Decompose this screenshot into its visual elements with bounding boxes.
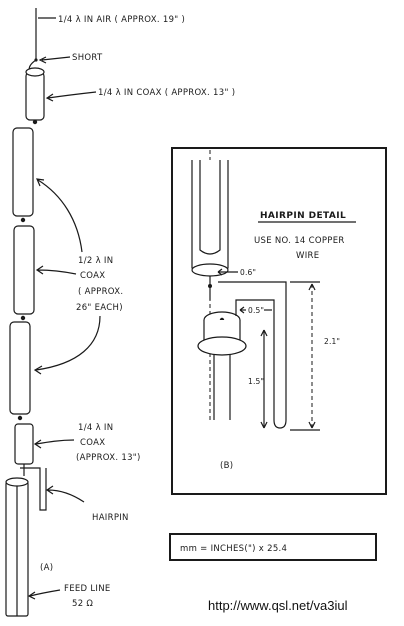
dim-short-arrow-bot <box>260 421 268 429</box>
coax-section-quarter-top <box>25 71 45 121</box>
label-half-coax-2: COAX <box>80 271 105 281</box>
junction-dot-4 <box>17 415 23 421</box>
upper-coax-braid <box>199 160 221 255</box>
arrow-hairpin <box>45 485 85 503</box>
junction-dot-1 <box>32 119 38 125</box>
conversion-frame <box>169 533 377 561</box>
label-dim-top: 0.6" <box>240 268 256 277</box>
label-dim-short: 1.5" <box>248 377 264 386</box>
coax-section-half-2 <box>13 225 35 315</box>
label-hairpin: HAIRPIN <box>92 513 129 523</box>
coax-section-half-1 <box>12 127 34 217</box>
junction-dot-2 <box>20 217 26 223</box>
label-half-coax-4: 26" EACH) <box>76 303 123 313</box>
antenna-assembly <box>5 8 47 617</box>
label-conversion: mm = INCHES(") x 25.4 <box>180 544 287 554</box>
coax-section-half-3 <box>9 321 31 415</box>
part-a-annotations: 1/4 λ IN AIR ( APPROX. 19" ) SHORT 1/4 λ… <box>27 15 235 609</box>
coax-section-quarter-bottom <box>14 423 34 465</box>
detail-frame <box>171 147 387 495</box>
arrow-half-coax-3 <box>33 315 101 375</box>
arrow-half-coax-2 <box>35 265 77 275</box>
label-quarter-coax-top: 1/4 λ IN COAX ( APPROX. 13" ) <box>98 88 235 98</box>
label-use-wire-1: USE NO. 14 COPPER <box>254 236 345 246</box>
label-feed-line-1: FEED LINE <box>64 584 111 594</box>
lower-coax-flare <box>197 336 247 356</box>
label-part-a: (A) <box>40 563 53 573</box>
junction-dot-3 <box>20 315 26 321</box>
conversion-note: mm = INCHES(") x 25.4 <box>169 533 377 561</box>
dim-mid-arrow <box>239 306 245 314</box>
upper-coax-body <box>191 160 229 274</box>
dim-long-arrow-bot <box>308 421 316 429</box>
arrow-quarter-coax-bot <box>33 439 75 449</box>
label-dim-long: 2.1" <box>324 337 340 346</box>
upper-lead-dot <box>208 284 212 288</box>
label-hairpin-detail: HAIRPIN DETAIL <box>260 211 346 221</box>
label-quarter-air: 1/4 λ IN AIR ( APPROX. 19" ) <box>58 15 185 25</box>
arrow-feed-line <box>27 589 61 600</box>
dim-short-arrow-top <box>260 329 268 337</box>
upper-coax-bottom <box>191 263 229 277</box>
arrow-quarter-coax-top <box>45 91 97 102</box>
short-junction-dot <box>34 58 38 62</box>
label-quarter-coax-bot-2: COAX <box>80 438 105 448</box>
label-feed-line-2: 52 Ω <box>72 599 93 609</box>
hairpin-wire <box>20 467 47 511</box>
arrow-half-coax-1 <box>36 178 83 253</box>
arrow-short <box>38 56 71 64</box>
label-half-coax-3: ( APPROX. <box>78 287 123 297</box>
label-short: SHORT <box>72 53 103 63</box>
label-use-wire-2: WIRE <box>296 251 319 261</box>
coax-top-cap <box>25 67 45 77</box>
source-url: http://www.qsl.net/va3iul <box>208 598 348 613</box>
label-dim-mid: 0.5" <box>248 306 264 315</box>
label-quarter-coax-bot-1: 1/4 λ IN <box>78 423 113 433</box>
hairpin-loop <box>218 281 287 429</box>
label-quarter-coax-bot-3: (APPROX. 13") <box>76 453 141 463</box>
feed-line-cap <box>5 477 29 487</box>
hairpin-detail-panel: HAIRPIN DETAIL USE NO. 14 COPPER WIRE 0.… <box>171 147 387 495</box>
dim-top-arrow <box>217 268 223 276</box>
dim-long-arrow-top <box>308 283 316 291</box>
label-part-b: (B) <box>220 461 233 471</box>
label-half-coax-1: 1/2 λ IN <box>78 256 113 266</box>
